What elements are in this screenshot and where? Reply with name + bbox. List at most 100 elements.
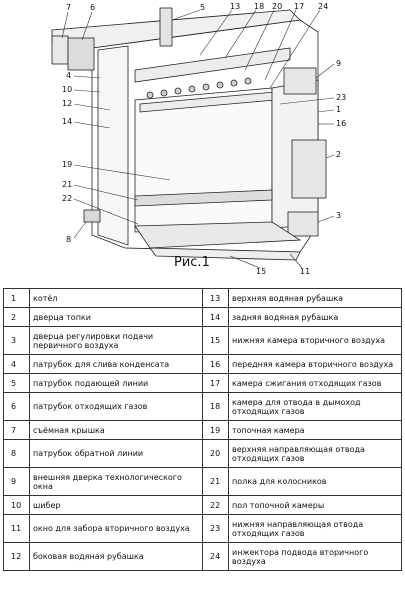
callout-22: 22 — [62, 194, 72, 203]
left-part-number: 7 — [3, 420, 30, 440]
left-part-description: котёл — [29, 288, 203, 308]
callout-8: 8 — [66, 235, 71, 244]
left-part-number: 12 — [3, 542, 30, 571]
left-part-number: 2 — [3, 307, 30, 327]
right-part-description: задняя водяная рубашка — [228, 307, 402, 327]
return-pipe — [83, 209, 101, 223]
tech-window-door — [283, 67, 317, 95]
left-part-number: 8 — [3, 439, 30, 468]
right-part-number: 23 — [202, 514, 229, 543]
callout-13: 13 — [230, 2, 240, 11]
callout-5: 5 — [200, 3, 205, 12]
left-part-description: окно для забора вторичного воздуха — [29, 514, 203, 543]
callout-6: 6 — [90, 3, 95, 12]
left-part-description: патрубок обратной линии — [29, 439, 203, 468]
left-part-number: 4 — [3, 354, 30, 374]
figure-caption: Рис.1 — [174, 255, 210, 270]
air-injectors — [146, 77, 252, 99]
right-part-description: инжектора подвода вторичного воздуха — [228, 542, 402, 571]
callout-16: 16 — [336, 119, 346, 128]
supply-pipe — [159, 7, 173, 47]
callout-12: 12 — [62, 99, 72, 108]
left-part-description: дверца регулировки подачи первичного воз… — [29, 326, 203, 355]
callout-14: 14 — [62, 117, 72, 126]
left-part-number: 6 — [3, 392, 30, 421]
right-part-description: нижняя направляющая отвода отходящих газ… — [228, 514, 402, 543]
callout-1: 1 — [336, 105, 341, 114]
callout-4: 4 — [66, 71, 71, 80]
left-part-description: шибер — [29, 495, 203, 515]
callout-18: 18 — [254, 2, 264, 11]
callout-10: 10 — [62, 85, 72, 94]
right-part-description: передняя камера вторичного воздуха — [228, 354, 402, 374]
right-part-description: топочная камера — [228, 420, 402, 440]
left-part-description: боковая водяная рубашка — [29, 542, 203, 571]
callout-20: 20 — [272, 2, 282, 11]
removable-cover — [51, 35, 69, 65]
callout-15: 15 — [256, 267, 266, 276]
grate-shelf — [134, 189, 273, 207]
right-part-description: пол топочной камеры — [228, 495, 402, 515]
right-part-description: полка для колосников — [228, 467, 402, 496]
right-part-number: 21 — [202, 467, 229, 496]
right-part-number: 19 — [202, 420, 229, 440]
left-part-description: патрубок отходящих газов — [29, 392, 203, 421]
boiler-body-outline — [91, 19, 319, 253]
left-part-number: 11 — [3, 514, 30, 543]
callout-11: 11 — [300, 267, 310, 276]
left-part-number: 5 — [3, 373, 30, 393]
right-part-number: 17 — [202, 373, 229, 393]
callout-24: 24 — [318, 2, 328, 11]
upper-guide — [134, 47, 291, 83]
flue-outlet-pipe — [67, 37, 95, 71]
right-part-number: 14 — [202, 307, 229, 327]
right-part-description: верхняя направляющая отвода отходящих га… — [228, 439, 402, 468]
right-part-description: верхняя водяная рубашка — [228, 288, 402, 308]
right-part-description: нижняя камера вторичного воздуха — [228, 326, 402, 355]
right-part-number: 15 — [202, 326, 229, 355]
left-part-description: съёмная крышка — [29, 420, 203, 440]
callout-9: 9 — [336, 59, 341, 68]
lower-air-chamber — [149, 247, 301, 261]
callout-17: 17 — [294, 2, 304, 11]
right-part-number: 24 — [202, 542, 229, 571]
callout-21: 21 — [62, 180, 72, 189]
boiler-cutaway-drawing: 7 6 5 13 18 20 17 24 9 4 10 12 14 23 1 1… — [51, 2, 346, 276]
right-part-number: 22 — [202, 495, 229, 515]
callout-7: 7 — [66, 3, 71, 12]
left-part-number: 9 — [3, 467, 30, 496]
left-part-number: 10 — [3, 495, 30, 515]
right-part-description: камера для отвода в дымоход отходящих га… — [228, 392, 402, 421]
right-part-description: камера сжигания отходящих газов — [228, 373, 402, 393]
left-part-description: патрубок подающей линии — [29, 373, 203, 393]
right-part-number: 16 — [202, 354, 229, 374]
side-water-jacket — [97, 45, 129, 246]
callout-2: 2 — [336, 150, 341, 159]
right-part-number: 18 — [202, 392, 229, 421]
left-part-description: патрубок для слива конденсата — [29, 354, 203, 374]
callout-3: 3 — [336, 211, 341, 220]
callout-19: 19 — [62, 160, 72, 169]
left-part-number: 3 — [3, 326, 30, 355]
firebox-floor — [134, 221, 302, 249]
primary-air-door — [287, 211, 319, 237]
right-part-number: 20 — [202, 439, 229, 468]
left-part-number: 1 — [3, 288, 30, 308]
left-part-description: внешняя дверка технологического окна — [29, 467, 203, 496]
firebox-door — [291, 139, 327, 199]
callout-23: 23 — [336, 93, 346, 102]
right-part-number: 13 — [202, 288, 229, 308]
